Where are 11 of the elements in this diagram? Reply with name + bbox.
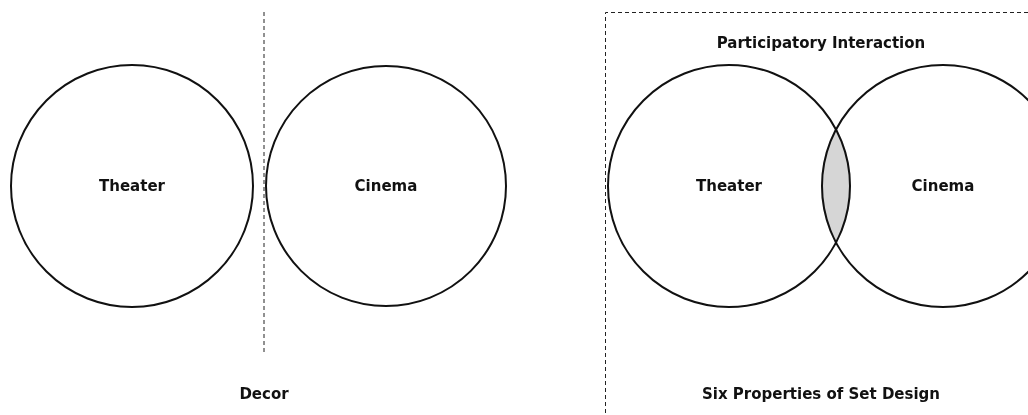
caption-label: Decor	[239, 385, 289, 403]
caption-label: Six Properties of Set Design	[702, 385, 940, 403]
circle-label: Theater	[99, 177, 165, 195]
venn-circle	[265, 65, 507, 307]
venn-circle	[10, 64, 254, 308]
venn-circle	[821, 64, 1028, 308]
circle-label: Theater	[696, 177, 762, 195]
caption-label: Participatory Interaction	[716, 34, 926, 52]
circle-label: Cinema	[911, 177, 975, 195]
circle-label: Cinema	[354, 177, 418, 195]
venn-circle	[607, 64, 851, 308]
